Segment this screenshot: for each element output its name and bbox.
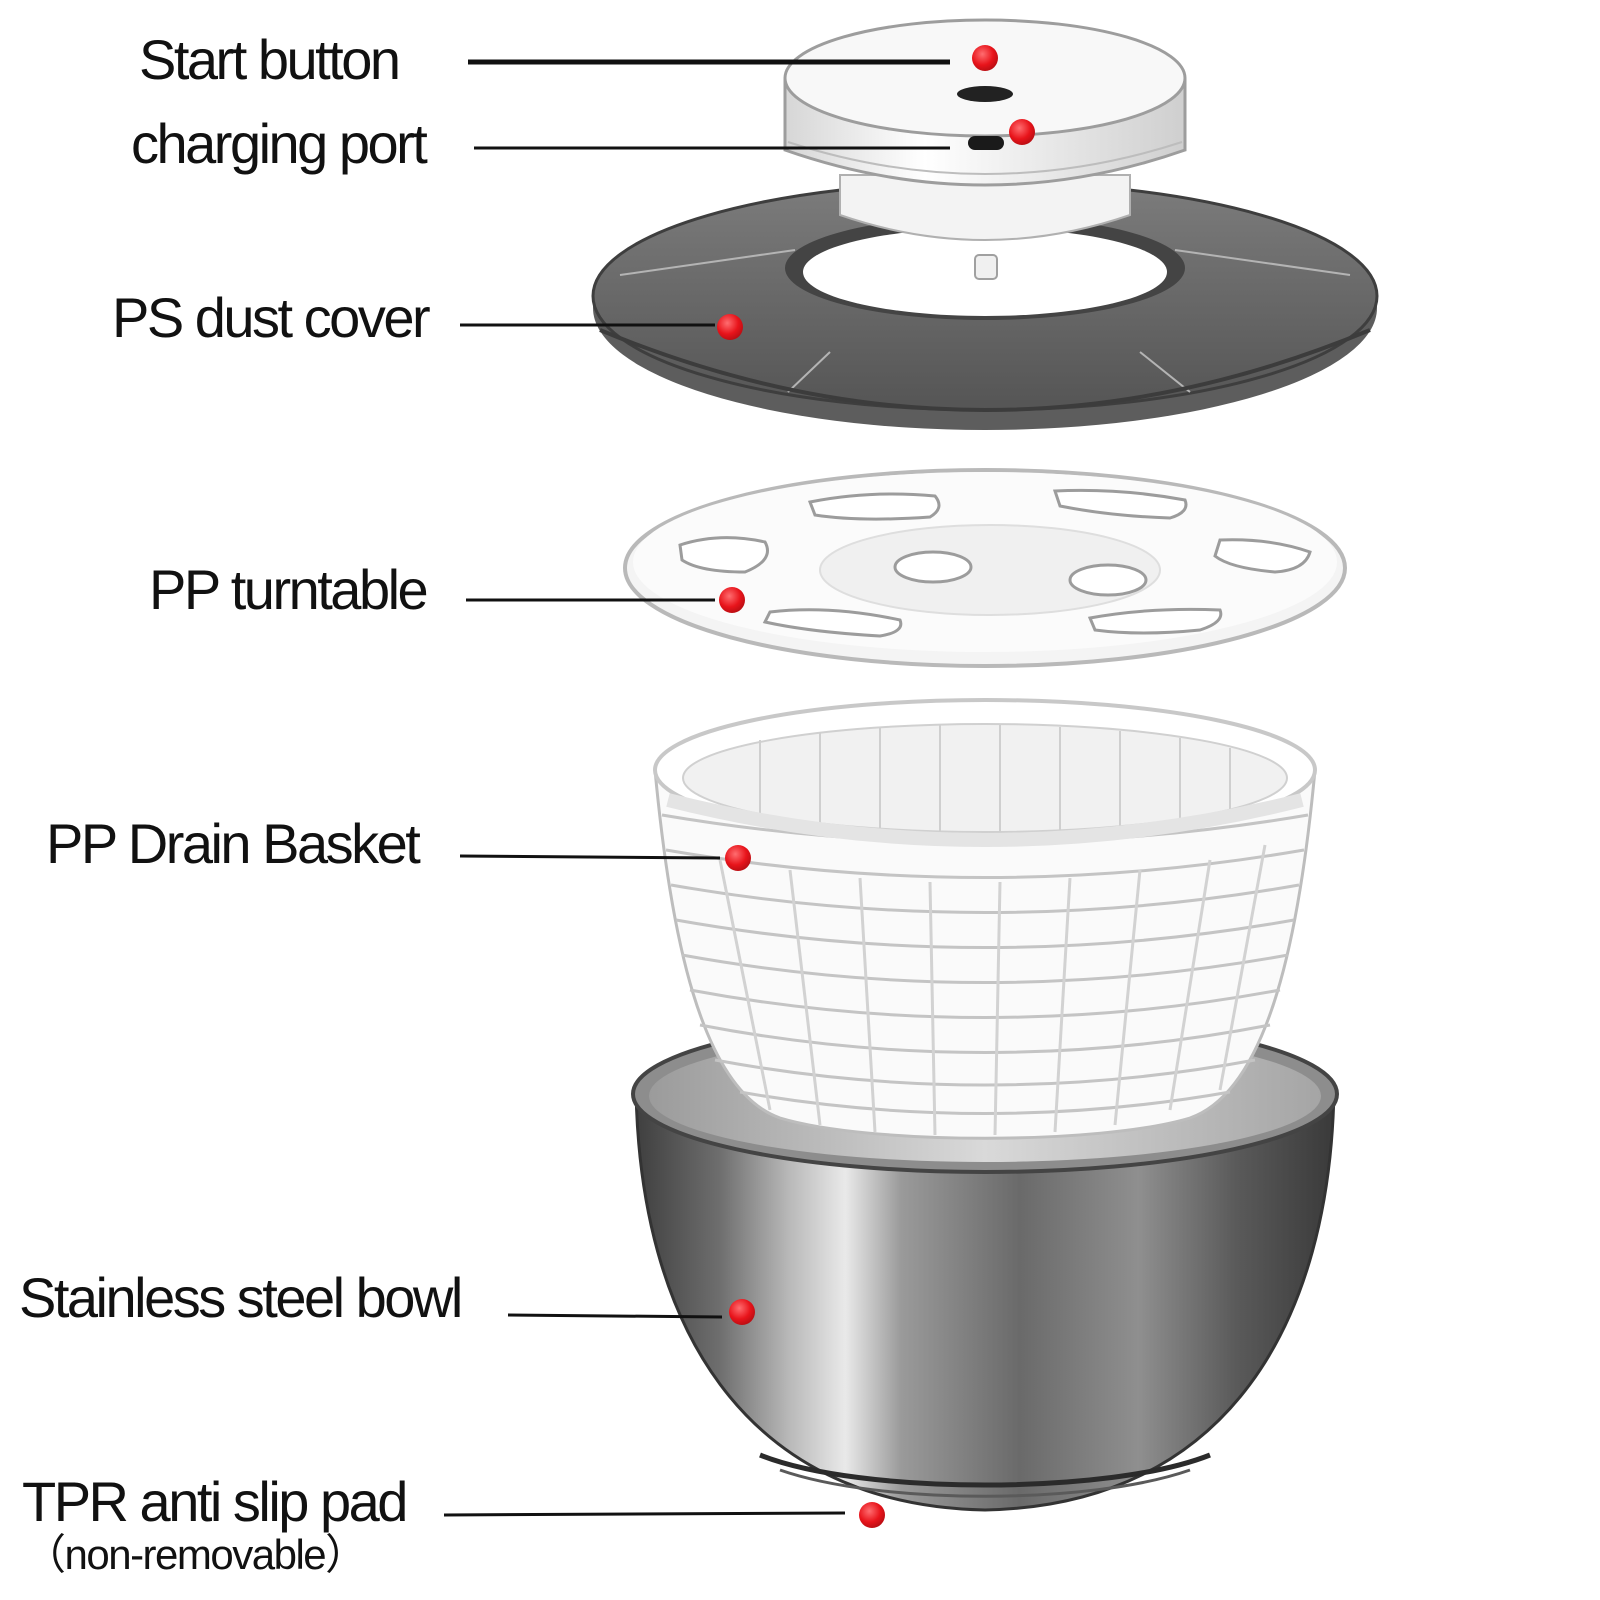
start-button-icon	[957, 86, 1013, 102]
marker-dot-anti-slip-pad	[859, 1502, 885, 1528]
marker-dot-start-button	[972, 45, 998, 71]
label-dust-cover: PS dust cover	[112, 286, 431, 349]
label-anti-slip-pad: TPR anti slip pad	[22, 1470, 408, 1533]
callout-layer	[443, 45, 1035, 1528]
label-drain-basket: PP Drain Basket	[46, 812, 421, 875]
marker-dot-charging-port	[1009, 119, 1035, 145]
label-steel-bowl: Stainless steel bowl	[19, 1266, 463, 1329]
label-anti-slip-pad-note: （non-removable）	[24, 1531, 367, 1578]
label-charging-port: charging port	[131, 112, 428, 175]
motor-unit	[783, 18, 1187, 280]
leader-line-anti-slip-pad	[443, 1511, 846, 1517]
leader-line-steel-bowl	[507, 1313, 723, 1319]
marker-dot-drain-basket	[725, 845, 751, 871]
leader-line-drain-basket	[459, 854, 721, 860]
marker-dot-turntable	[719, 587, 745, 613]
marker-dot-dust-cover	[717, 314, 743, 340]
label-start-button: Start button	[139, 28, 401, 91]
charging-port-icon	[968, 136, 1004, 150]
marker-dot-steel-bowl	[729, 1299, 755, 1325]
label-turntable: PP turntable	[149, 558, 429, 621]
turntable	[623, 468, 1347, 668]
drain-basket	[653, 698, 1317, 1140]
